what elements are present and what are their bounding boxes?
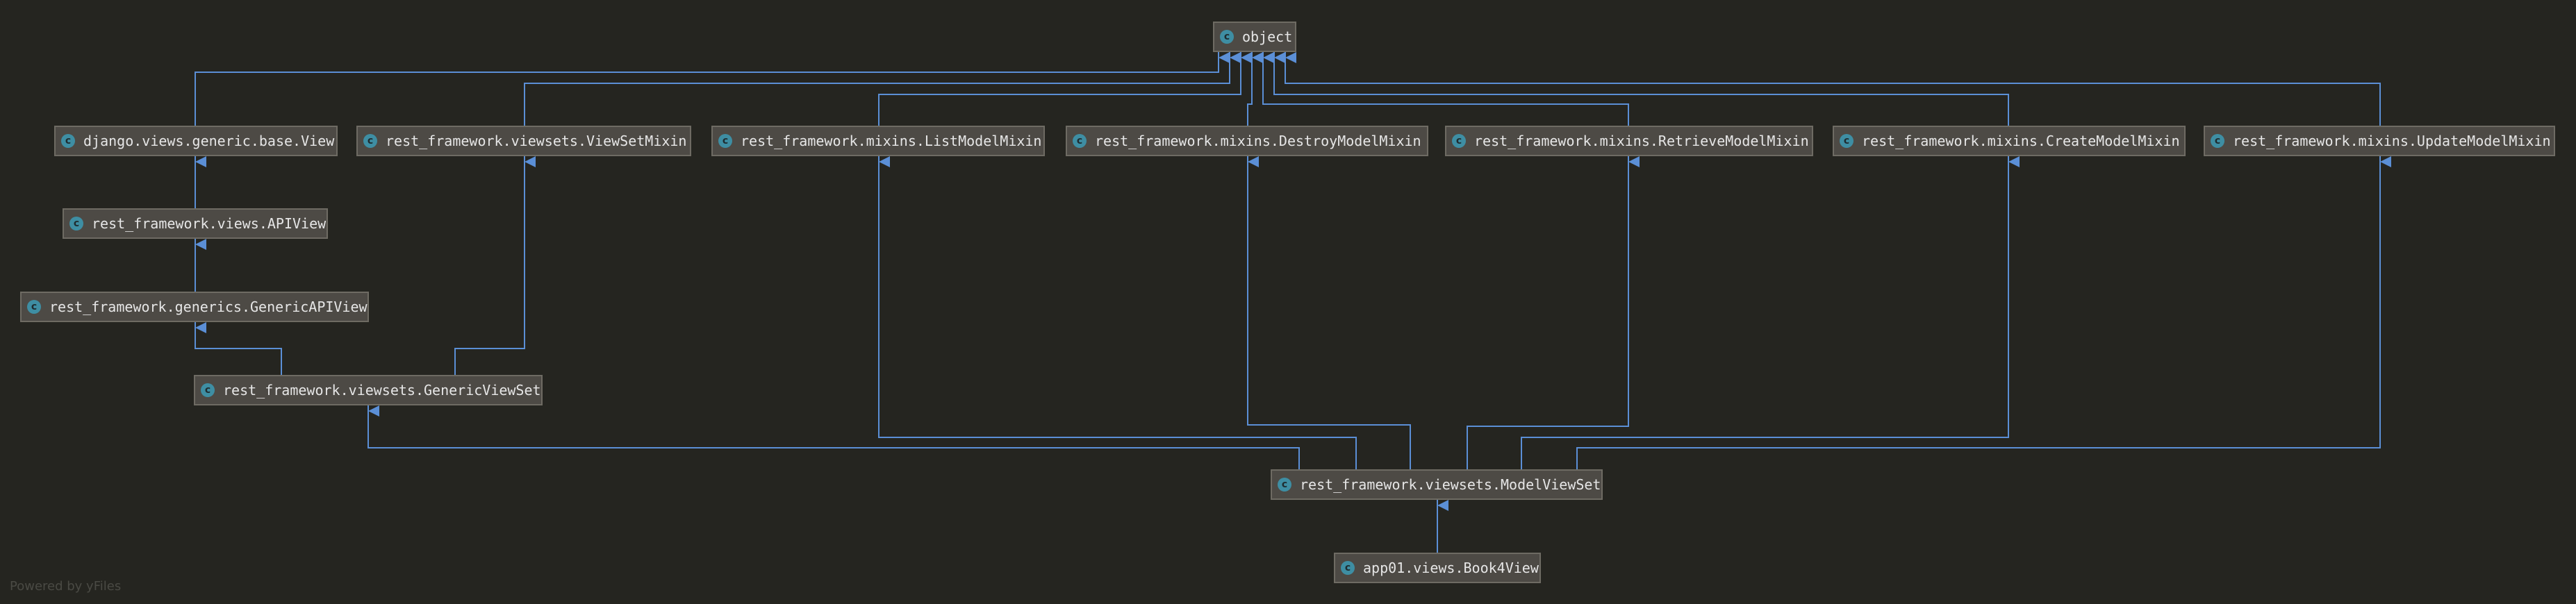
class-node-object[interactable]: c object: [1213, 22, 1296, 52]
class-node-api-view[interactable]: c rest_framework.views.APIView: [63, 208, 328, 239]
class-node-destroy-model-mixin[interactable]: c rest_framework.mixins.DestroyModelMixi…: [1066, 126, 1428, 156]
class-icon: c: [201, 383, 215, 397]
class-node-label: rest_framework.views.APIView: [92, 215, 327, 232]
edge-update-mixin-to-object: [1285, 52, 2381, 126]
edge-create-mixin-to-object: [1273, 52, 2009, 126]
edge-retrieve-mixin-to-object: [1262, 52, 1629, 126]
class-icon: c: [27, 300, 41, 314]
edge-viewset-mixin-to-object: [524, 52, 1241, 126]
class-node-label: rest_framework.mixins.DestroyModelMixin: [1095, 133, 1421, 149]
class-icon: c: [61, 134, 75, 148]
class-node-viewset-mixin[interactable]: c rest_framework.viewsets.ViewSetMixin: [356, 126, 691, 156]
class-icon: c: [363, 134, 377, 148]
class-node-label: object: [1242, 28, 1293, 45]
edge-model-viewset-to-destroy-mixin: [1247, 156, 1411, 469]
edge-model-viewset-to-retrieve-mixin: [1467, 156, 1640, 469]
edge-model-viewset-to-update-mixin: [1576, 156, 2391, 469]
class-icon: c: [69, 217, 83, 230]
class-node-book4view[interactable]: c app01.views.Book4View: [1334, 553, 1541, 583]
class-node-label: rest_framework.generics.GenericAPIView: [49, 299, 368, 315]
class-node-generic-api-view[interactable]: c rest_framework.generics.GenericAPIView: [20, 292, 369, 322]
class-node-retrieve-model-mixin[interactable]: c rest_framework.mixins.RetrieveModelMix…: [1445, 126, 1813, 156]
edge-list-mixin-to-object: [878, 52, 1252, 126]
class-node-label: app01.views.Book4View: [1363, 560, 1539, 576]
edge-model-viewset-to-generic-viewset: [368, 405, 1300, 469]
class-node-label: rest_framework.viewsets.GenericViewSet: [223, 382, 541, 399]
class-node-label: rest_framework.mixins.ListModelMixin: [741, 133, 1042, 149]
class-node-create-model-mixin[interactable]: c rest_framework.mixins.CreateModelMixin: [1833, 126, 2186, 156]
class-icon: c: [1278, 478, 1291, 492]
class-icon: c: [718, 134, 732, 148]
edge-destroy-mixin-to-object: [1247, 52, 1263, 126]
class-node-generic-viewset[interactable]: c rest_framework.viewsets.GenericViewSet: [194, 375, 543, 405]
class-icon: c: [1220, 30, 1234, 44]
class-node-label: rest_framework.mixins.UpdateModelMixin: [2233, 133, 2551, 149]
powered-by-watermark: Powered by yFiles: [10, 579, 122, 594]
edge-django-view-to-object: [195, 52, 1230, 126]
class-node-label: rest_framework.mixins.RetrieveModelMixin: [1474, 133, 1809, 149]
class-node-label: django.views.generic.base.View: [83, 133, 335, 149]
class-node-list-model-mixin[interactable]: c rest_framework.mixins.ListModelMixin: [711, 126, 1045, 156]
class-node-django-view[interactable]: c django.views.generic.base.View: [54, 126, 338, 156]
class-icon: c: [2211, 134, 2224, 148]
class-icon: c: [1073, 134, 1087, 148]
class-node-label: rest_framework.viewsets.ViewSetMixin: [386, 133, 687, 149]
edge-generic-viewset-to-viewset-mixin: [454, 156, 536, 375]
class-node-model-viewset[interactable]: c rest_framework.viewsets.ModelViewSet: [1271, 469, 1603, 500]
class-icon: c: [1452, 134, 1466, 148]
class-icon: c: [1341, 561, 1355, 575]
class-icon: c: [1840, 134, 1853, 148]
class-node-update-model-mixin[interactable]: c rest_framework.mixins.UpdateModelMixin: [2204, 126, 2555, 156]
edge-model-viewset-to-list-mixin: [878, 156, 1357, 469]
edge-generic-viewset-to-generic-api-view: [195, 322, 282, 375]
class-node-label: rest_framework.viewsets.ModelViewSet: [1300, 476, 1601, 493]
class-node-label: rest_framework.mixins.CreateModelMixin: [1862, 133, 2180, 149]
edge-model-viewset-to-create-mixin: [1521, 156, 2020, 469]
